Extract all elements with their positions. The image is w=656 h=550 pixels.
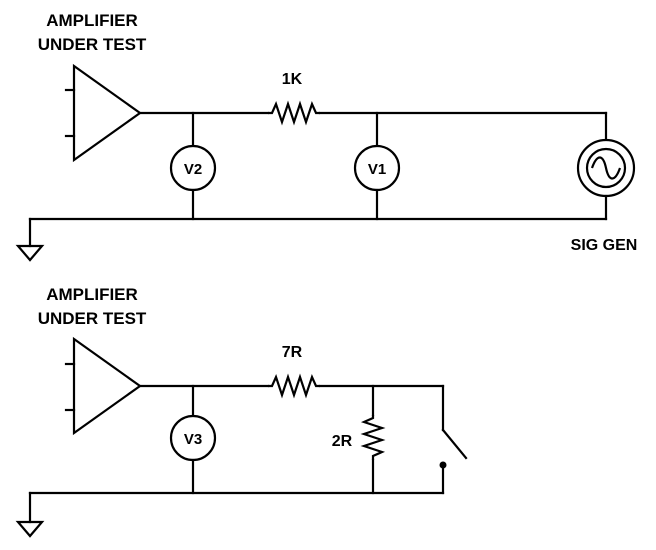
amplifier-triangle-icon: [64, 336, 142, 436]
resistor-1k-icon: [268, 100, 320, 126]
meter-v2-label: V2: [184, 161, 202, 178]
circuit-1-title-line2: UNDER TEST: [38, 35, 147, 54]
ground-icon: [15, 491, 45, 538]
switch-icon: [439, 428, 468, 469]
amplifier-triangle-icon: [64, 63, 142, 163]
circuit-2-title-line1: AMPLIFIER: [46, 285, 138, 304]
signal-generator-icon: [576, 138, 636, 198]
meter-v1-label: V1: [368, 161, 386, 178]
resistor-1k-label: 1K: [282, 71, 303, 88]
circuit-1: AMPLIFIER UNDER TEST 1K V2 V1: [15, 11, 638, 262]
ground-icon: [15, 217, 45, 262]
sig-gen-label: SIG GEN: [571, 237, 638, 254]
circuit-1-title-line1: AMPLIFIER: [46, 11, 138, 30]
resistor-2r-label: 2R: [332, 433, 353, 450]
meter-v3-label: V3: [184, 431, 202, 448]
circuit-2: AMPLIFIER UNDER TEST 7R V3 2R: [15, 285, 468, 538]
resistor-7r-label: 7R: [282, 344, 303, 361]
resistor-7r-icon: [268, 373, 320, 399]
resistor-2r-icon: [360, 415, 386, 460]
circuit-2-title-line2: UNDER TEST: [38, 309, 147, 328]
